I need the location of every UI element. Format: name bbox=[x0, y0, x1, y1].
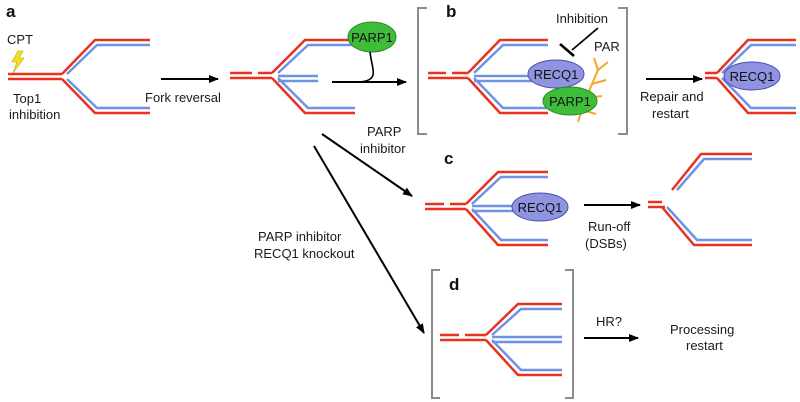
parp-inhibitor-label-2: inhibitor bbox=[360, 141, 406, 156]
reversed-fork-b bbox=[428, 38, 548, 115]
parp1-protein bbox=[542, 86, 598, 116]
parp1-label: PARP1 bbox=[549, 94, 591, 109]
runoff-label: Run-off bbox=[588, 219, 631, 234]
par-label: PAR bbox=[594, 39, 620, 54]
recq1-label: RECQ1 bbox=[534, 67, 579, 82]
recq1-label: RECQ1 bbox=[518, 200, 563, 215]
panel-b-label: b bbox=[446, 2, 456, 21]
reversed-fork-2 bbox=[230, 38, 355, 115]
recq1-protein bbox=[527, 59, 585, 89]
hr-label: HR? bbox=[596, 314, 622, 329]
parp1-binding-curve bbox=[359, 51, 375, 83]
processing-label: Processing bbox=[670, 322, 734, 337]
inhibition-line bbox=[571, 27, 599, 51]
arrow-icon bbox=[321, 133, 413, 197]
recq1-protein bbox=[723, 61, 781, 91]
replication-fork-1 bbox=[8, 38, 150, 115]
recq1-protein bbox=[511, 192, 569, 222]
parp1-protein bbox=[347, 21, 397, 53]
repair-label: Repair and bbox=[640, 89, 704, 104]
knockout-label-2: RECQ1 knockout bbox=[254, 246, 355, 261]
bracket-icon bbox=[417, 7, 427, 135]
parp-inhibitor-label: PARP bbox=[367, 124, 401, 139]
broken-fork bbox=[648, 152, 752, 247]
panel-a-label: a bbox=[6, 2, 16, 21]
parp1-label: PARP1 bbox=[351, 30, 393, 45]
panel-c-label: c bbox=[444, 149, 453, 168]
bracket-icon bbox=[565, 269, 574, 399]
bracket-icon bbox=[431, 269, 440, 399]
dsbs-label: (DSBs) bbox=[585, 236, 627, 251]
inhibition-label-a: inhibition bbox=[9, 107, 60, 122]
bracket-icon bbox=[618, 7, 628, 135]
cpt-label: CPT bbox=[7, 32, 33, 47]
recq1-label: RECQ1 bbox=[730, 69, 775, 84]
reversed-fork-c bbox=[425, 170, 548, 247]
processing-restart-label: restart bbox=[686, 338, 723, 353]
inhibition-bar-icon bbox=[559, 43, 575, 57]
fork-reversal-label: Fork reversal bbox=[145, 90, 221, 105]
inhibition-label: Inhibition bbox=[556, 11, 608, 26]
restarted-fork bbox=[705, 38, 796, 115]
panel-d-label: d bbox=[449, 275, 459, 294]
restart-label: restart bbox=[652, 106, 689, 121]
knockout-label-1: PARP inhibitor bbox=[258, 229, 342, 244]
lightning-icon bbox=[11, 50, 25, 74]
top1-label: Top1 bbox=[13, 91, 41, 106]
reversed-fork-d bbox=[440, 302, 562, 377]
arrow-icon bbox=[313, 145, 425, 334]
